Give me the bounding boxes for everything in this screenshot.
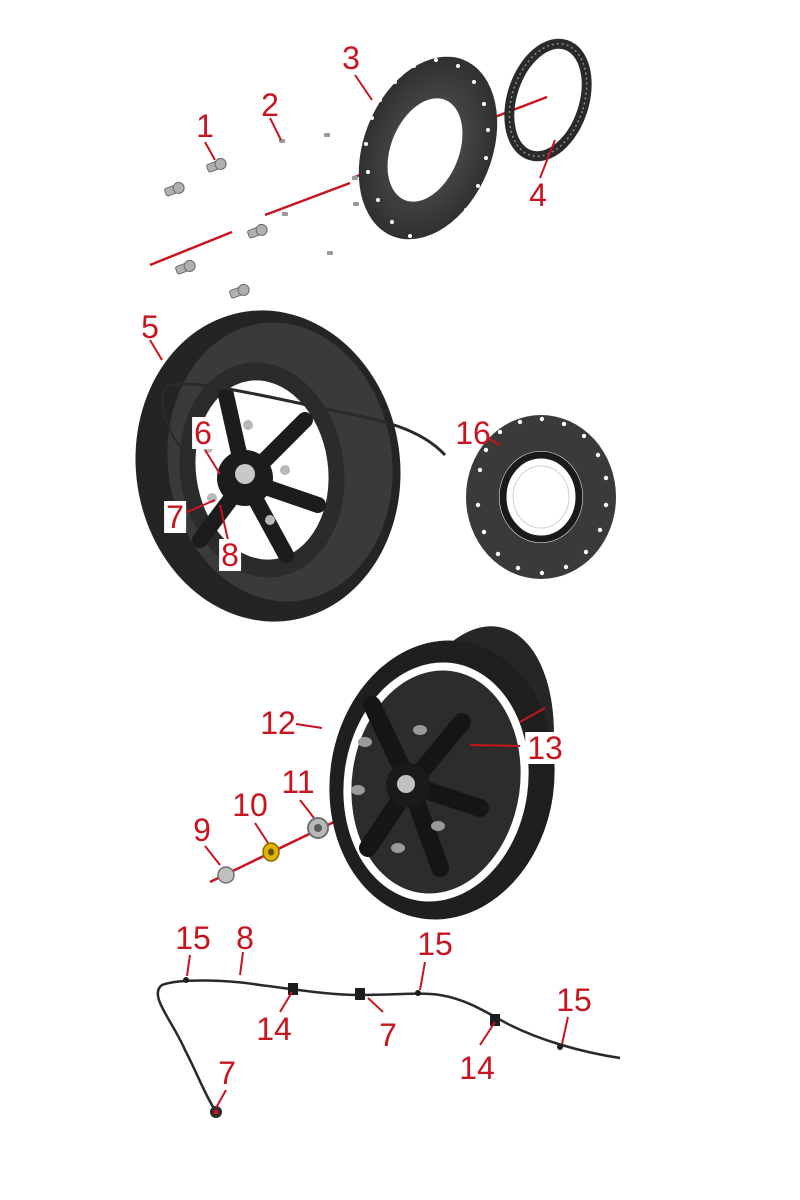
callout-7-cable-middle: 7 <box>379 1017 397 1053</box>
callout-9: 9 <box>193 812 211 848</box>
callout-8-wheel: 8 <box>219 537 241 573</box>
bolt <box>164 181 185 197</box>
complete-wheel-assembly <box>135 310 447 622</box>
brake-disc-with-tone-ring <box>466 415 616 579</box>
callout-leader-lines <box>149 74 569 1109</box>
callout-14-left: 14 <box>256 1011 292 1047</box>
brake-disc <box>358 56 498 240</box>
callout-4: 4 <box>529 177 547 213</box>
callout-3: 3 <box>342 40 360 76</box>
callout-12: 12 <box>260 705 296 741</box>
callout-8-cable: 8 <box>236 920 254 956</box>
callout-16: 16 <box>455 415 491 451</box>
axle-nut <box>217 866 235 884</box>
abs-tone-ring <box>504 38 592 162</box>
callout-15-middle: 15 <box>417 926 453 962</box>
callout-1: 1 <box>196 108 214 144</box>
callout-11: 11 <box>281 764 315 800</box>
callout-7-cable-end: 7 <box>218 1055 236 1091</box>
callout-14-right: 14 <box>459 1050 495 1086</box>
pin-group <box>279 133 359 255</box>
callout-2: 2 <box>261 87 279 123</box>
callout-15-left: 15 <box>175 920 211 956</box>
callout-10: 10 <box>232 787 268 823</box>
rim <box>329 626 555 920</box>
wheel-speed-sensor-cable <box>156 977 621 1118</box>
bolt <box>175 259 196 275</box>
bolt <box>229 283 250 299</box>
bearing-washer <box>262 842 280 862</box>
callout-7-wheel: 7 <box>164 499 186 535</box>
callout-15-right: 15 <box>556 982 592 1018</box>
callout-13: 13 <box>525 730 565 766</box>
axle-spacer <box>307 817 329 839</box>
callout-5: 5 <box>141 309 159 345</box>
bolt <box>247 223 268 239</box>
bolt <box>206 157 227 173</box>
callout-6: 6 <box>192 415 214 451</box>
bolt-group <box>164 157 268 299</box>
